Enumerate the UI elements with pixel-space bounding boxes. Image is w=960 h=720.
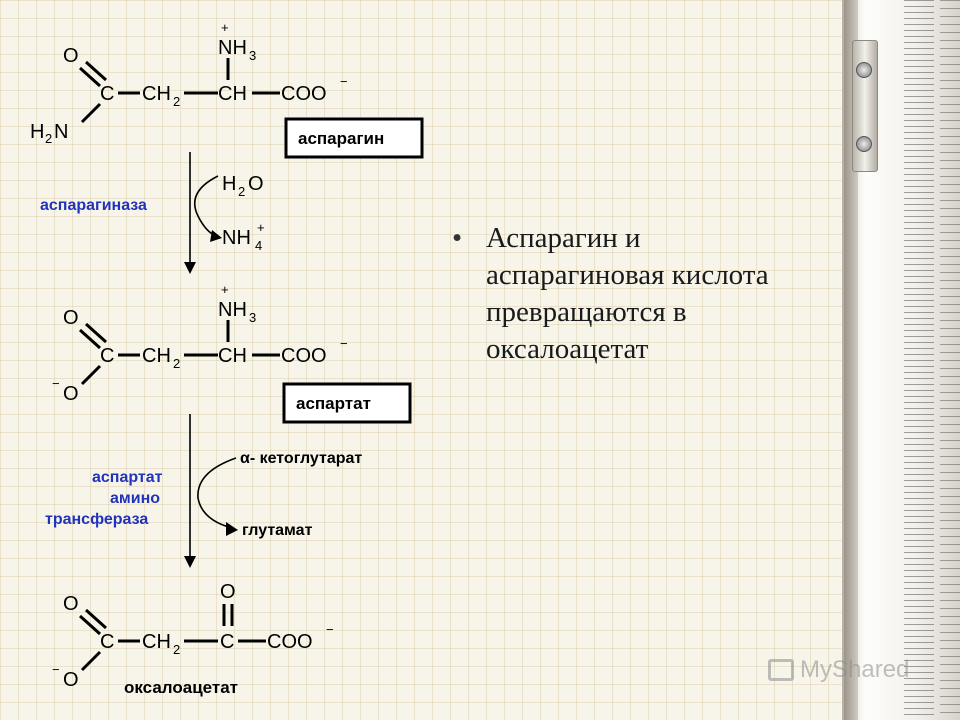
atom-o-minus: O (63, 383, 79, 405)
enzyme-line-3: трансфераза (45, 511, 148, 528)
metabolic-scheme: O C H 2 N CH 2 CH COO − NH 3 + аспарагин… (30, 20, 424, 697)
atom-ch2: CH (142, 631, 171, 653)
oxaloacetate-label: оксалоацетат (124, 678, 238, 697)
side-arrow-1 (193, 175, 219, 237)
bond-c-o (80, 650, 102, 672)
atom-o-keto: O (220, 581, 236, 603)
charge-minus: − (340, 74, 348, 89)
atom-n: N (54, 121, 68, 143)
ammonium-sub: 4 (255, 238, 262, 253)
charge-minus: − (340, 336, 348, 351)
arrowhead-1 (184, 262, 196, 274)
water-o: O (248, 173, 264, 195)
charge-minus: − (52, 376, 60, 391)
double-bond-upper (78, 614, 102, 636)
atom-nh3: NH (218, 299, 247, 321)
bond-c-n (80, 102, 102, 124)
sub-2: 2 (45, 131, 52, 146)
charge-plus: + (221, 20, 229, 35)
atom-c: C (100, 345, 114, 367)
atom-nh3: NH (218, 37, 247, 59)
atom-ch2: CH (142, 345, 171, 367)
ruler-clip (852, 40, 878, 172)
ruler-ticks-fine (940, 0, 960, 720)
atom-coo: COO (267, 631, 313, 653)
atom-o: O (63, 307, 79, 329)
atom-coo: COO (281, 83, 327, 105)
watermark-icon (768, 659, 794, 681)
aspartate-label: аспартат (296, 394, 371, 413)
bullet-item: Аспарагин и аспарагиновая кислота превра… (452, 220, 812, 368)
enzyme-line-1: аспартат (92, 469, 163, 486)
double-bond-upper (78, 328, 102, 350)
atom-coo: COO (281, 345, 327, 367)
atom-c: C (100, 83, 114, 105)
side-arrowhead-2 (226, 522, 238, 536)
enzyme-line-2: амино (110, 490, 160, 507)
screw-icon (856, 62, 872, 78)
aspartate-label-box (282, 382, 412, 424)
ammonium: NH (222, 227, 251, 249)
atom-ch: CH (218, 345, 247, 367)
glutamate: глутамат (242, 522, 313, 539)
ketoglutarate: α- кетоглутарат (240, 450, 362, 467)
ruler-ticks (904, 0, 934, 720)
atom-c: C (100, 631, 114, 653)
water-sub: 2 (238, 184, 245, 199)
bond-c-o (80, 364, 102, 386)
oxaloacetate-structure: O C − O CH 2 C O COO − (52, 581, 334, 691)
side-arrowhead-1 (210, 230, 222, 242)
arrowhead-2 (184, 556, 196, 568)
charge-minus: − (52, 662, 60, 677)
aspartate-structure: O C − O CH 2 CH COO − NH 3 + (52, 282, 348, 405)
ruler-decoration (842, 0, 960, 720)
sub-3: 3 (249, 48, 256, 63)
sub-2: 2 (173, 356, 180, 371)
charge-minus: − (326, 622, 334, 637)
double-bond-lower (84, 60, 108, 82)
ruler-edge (844, 0, 858, 720)
asparagine-label: аспарагин (298, 129, 384, 148)
asparagine-label-box (284, 117, 424, 159)
charge-plus: + (221, 282, 229, 297)
atom-o: O (63, 45, 79, 67)
atom-h: H (30, 121, 44, 143)
atom-o: O (63, 593, 79, 615)
sub-2: 2 (173, 642, 180, 657)
ammonium-sup: + (257, 220, 265, 235)
double-bond-lower (84, 322, 108, 344)
atom-o-minus: O (63, 669, 79, 691)
atom-ch2: CH (142, 83, 171, 105)
atom-c-keto: C (220, 631, 234, 653)
double-bond-lower (84, 608, 108, 630)
water-h: H (222, 173, 236, 195)
bullet-list: Аспарагин и аспарагиновая кислота превра… (452, 220, 812, 368)
atom-ch: CH (218, 83, 247, 105)
side-arrow-2 (197, 457, 237, 529)
sub-3: 3 (249, 310, 256, 325)
screw-icon (856, 136, 872, 152)
watermark: MyShared (768, 656, 909, 684)
double-bond-upper (78, 66, 102, 88)
sub-2: 2 (173, 94, 180, 109)
asparagine-structure: O C H 2 N CH 2 CH COO − NH 3 + (30, 20, 348, 146)
watermark-text: MyShared (800, 656, 910, 683)
enzyme-asparaginase: аспарагиназа (40, 197, 147, 214)
